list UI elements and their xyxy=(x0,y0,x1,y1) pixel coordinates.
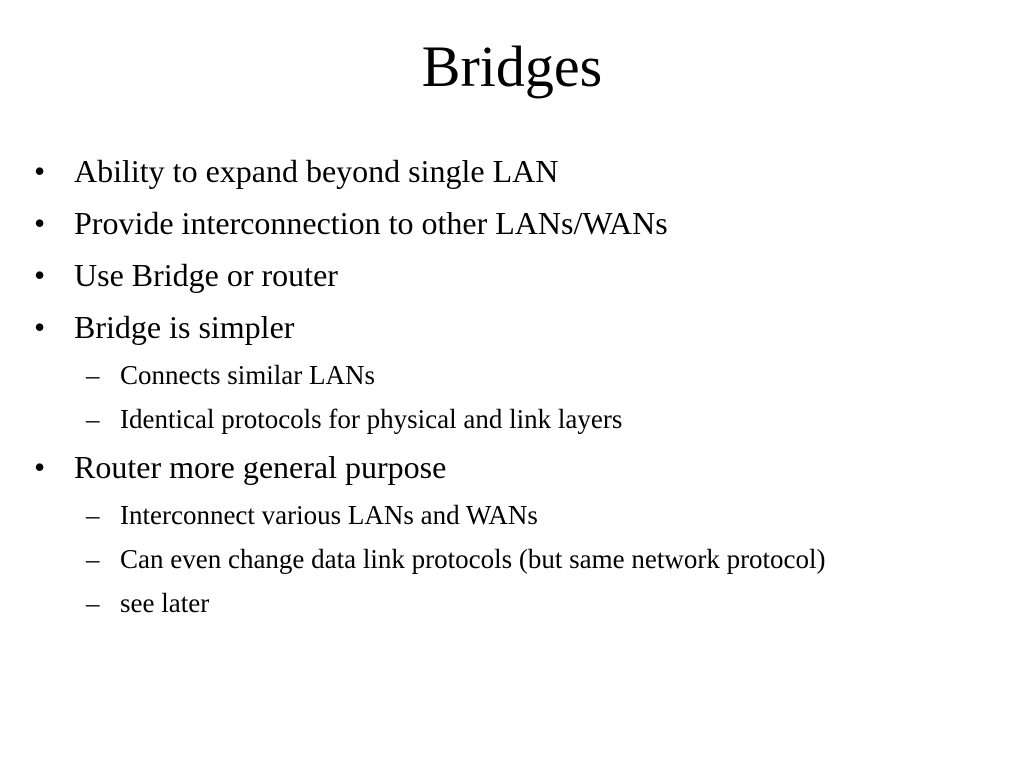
sub-bullet-text: Interconnect various LANs and WANs xyxy=(120,500,538,530)
sub-bullet-marker: – xyxy=(86,588,100,618)
bullet-text: Router more general purpose xyxy=(74,449,447,485)
sub-bullet-marker: – xyxy=(86,544,100,574)
sub-bullet-text: Can even change data link protocols (but… xyxy=(120,544,826,574)
sub-bullet-marker: – xyxy=(86,500,100,530)
sub-bullet-text: Identical protocols for physical and lin… xyxy=(120,404,623,434)
sub-bullet-item: – Can even change data link protocols (b… xyxy=(0,540,1024,578)
sub-bullet-item: – Connects similar LANs xyxy=(0,356,1024,394)
bullet-item: • Bridge is simpler xyxy=(0,304,1024,350)
sub-bullet-text: Connects similar LANs xyxy=(120,360,375,390)
bullet-text: Ability to expand beyond single LAN xyxy=(74,153,559,189)
bullet-text: Use Bridge or router xyxy=(74,257,338,293)
bullet-marker: • xyxy=(34,309,46,345)
bullet-text: Bridge is simpler xyxy=(74,309,295,345)
bullet-list: • Ability to expand beyond single LAN • … xyxy=(0,148,1024,622)
bullet-item: • Router more general purpose xyxy=(0,444,1024,490)
bullet-marker: • xyxy=(34,257,46,293)
sub-bullet-item: – Identical protocols for physical and l… xyxy=(0,400,1024,438)
bullet-item: • Use Bridge or router xyxy=(0,252,1024,298)
sub-bullet-marker: – xyxy=(86,404,100,434)
sub-bullet-item: – Interconnect various LANs and WANs xyxy=(0,496,1024,534)
bullet-marker: • xyxy=(34,205,46,241)
bullet-text: Provide interconnection to other LANs/WA… xyxy=(74,205,668,241)
sub-bullet-text: see later xyxy=(120,588,210,618)
bullet-item: • Ability to expand beyond single LAN xyxy=(0,148,1024,194)
sub-bullet-item: – see later xyxy=(0,584,1024,622)
sub-bullet-marker: – xyxy=(86,360,100,390)
bullet-marker: • xyxy=(34,449,46,485)
bullet-marker: • xyxy=(34,153,46,189)
bullet-item: • Provide interconnection to other LANs/… xyxy=(0,200,1024,246)
slide-title: Bridges xyxy=(421,34,603,99)
